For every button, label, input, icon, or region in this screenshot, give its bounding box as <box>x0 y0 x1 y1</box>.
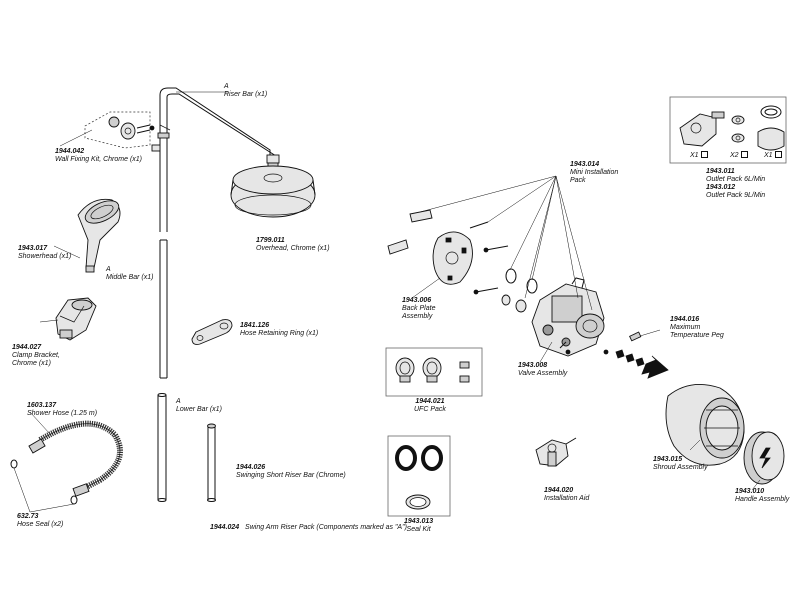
installation-aid-label: 1944.020 Installation Aid <box>544 487 590 502</box>
back-plate-icon <box>432 231 473 285</box>
installation-aid-icon <box>535 437 577 467</box>
middle-bar-icon <box>159 239 168 379</box>
swinging-short-riser-label: 1944.026 Swinging Short Riser Bar (Chrom… <box>236 464 346 479</box>
riser-bar-label: A Riser Bar (x1) <box>224 83 268 98</box>
hose-ring-icon <box>191 319 233 345</box>
wall-bracket-icon <box>84 111 171 149</box>
seal-icon <box>395 445 443 510</box>
clamp-bracket-label: 1944.027 Clamp Bracket, Chrome (x1) <box>12 344 60 367</box>
shroud-assembly-label: 1943.015 Shroud Assembly <box>653 456 708 471</box>
shroud-icon <box>665 383 745 466</box>
valve-assembly-label: 1943.008 Valve Assembly <box>518 362 568 377</box>
swinging-riser-icon <box>207 423 216 502</box>
leader-lines <box>13 91 761 513</box>
back-plate-label: 1943.006 Back Plate Assembly <box>402 297 436 320</box>
seal-kit-label: 1943.013 Seal Kit <box>404 518 434 533</box>
lower-bar-label: A Lower Bar (x1) <box>176 398 222 413</box>
showerhead-label: 1943.017 Showerhead (x1) <box>18 245 72 260</box>
outlet-count-a: X1 <box>690 151 708 159</box>
shower-hose-label: 1603.137 Shower Hose (1.25 m) <box>27 402 98 417</box>
outlet-count-b: X2 <box>730 151 748 159</box>
outlet-pack-icon <box>679 105 785 151</box>
ufc-icon <box>395 357 470 383</box>
mini-installation-pack-label: 1943.014 Mini Installation Pack <box>570 161 619 184</box>
max-temp-peg-label: 1944.016 Maximum Temperature Peg <box>670 316 724 339</box>
ufc-pack-label: 1944.021 UFC Pack <box>414 398 446 413</box>
outlet-count-c: X1 <box>764 151 782 159</box>
handle-assembly-label: 1943.010 Handle Assembly <box>735 488 790 503</box>
riser-bar-icon <box>151 87 280 232</box>
overhead-label: 1799.011 Overhead, Chrome (x1) <box>256 237 330 252</box>
installation-pack-icon <box>387 209 538 313</box>
middle-bar-label: A Middle Bar (x1) <box>106 266 154 281</box>
swing-arm-pack-label: 1944.024 Swing Arm Riser Pack (Component… <box>210 524 407 531</box>
wall-fixing-kit-label: 1944.042 Wall Fixing Kit, Chrome (x1) <box>55 148 143 163</box>
hose-retaining-ring-label: 1841.126 Hose Retaining Ring (x1) <box>240 322 319 337</box>
lower-bar-icon <box>157 393 167 502</box>
handset-icon <box>77 198 121 273</box>
arrow-icon <box>615 349 669 379</box>
overhead-shower-icon <box>230 162 316 218</box>
valve-icon <box>531 277 609 357</box>
clamp-bracket-icon <box>55 297 97 341</box>
handle-icon <box>743 431 785 485</box>
hose-seal-label: 632.73 Hose Seal (x2) <box>17 513 64 528</box>
shower-hose-icon <box>10 420 123 505</box>
outlet-pack-label: 1943.011 Outlet Pack 6L/Min 1943.012 Out… <box>706 168 766 199</box>
temperature-peg-icon <box>629 331 642 342</box>
